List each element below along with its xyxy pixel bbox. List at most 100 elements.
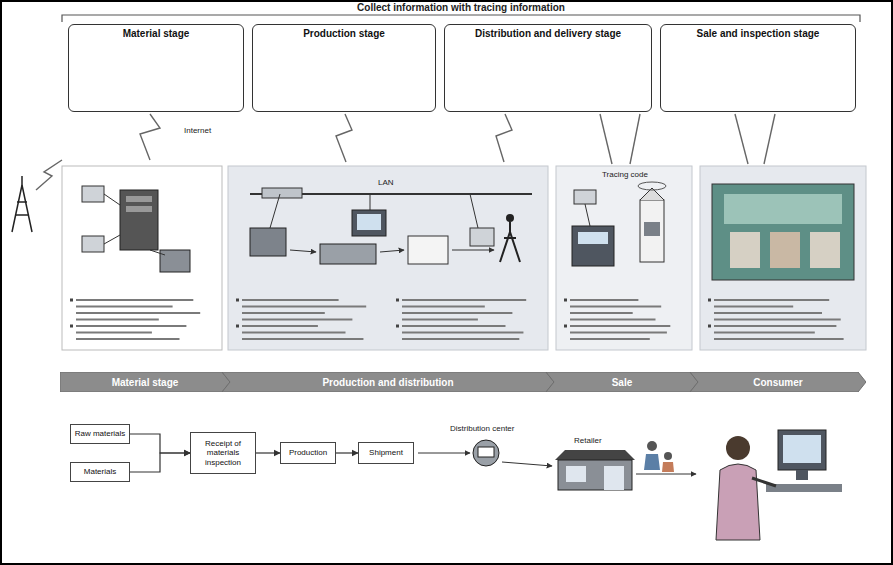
bullet-dot (236, 325, 239, 328)
bullet-dot (70, 325, 73, 328)
process-box: Raw materials (70, 424, 130, 444)
shop-photo (730, 232, 760, 268)
fine-print-line (714, 332, 815, 334)
reader-illustration (640, 200, 664, 262)
shop-photo (712, 184, 854, 280)
production-line-illustration (370, 194, 371, 210)
delivery-illustration (478, 447, 494, 457)
arrow-band-shape (222, 372, 554, 392)
consumer-figure (766, 484, 842, 492)
reader-illustration (585, 204, 590, 226)
fine-print-line (570, 306, 661, 308)
stage-panels (228, 166, 548, 350)
server-illustration (120, 190, 158, 250)
fine-print-line (76, 319, 159, 321)
store-illustration (555, 450, 696, 490)
node-text: Consumer (753, 377, 802, 388)
arrow-band-shape (546, 372, 698, 392)
fine-print-line (242, 299, 339, 301)
fine-print-lines (236, 299, 366, 340)
server-illustration (82, 186, 190, 272)
fine-print-line (242, 319, 352, 321)
wireless-bolt (36, 160, 62, 190)
fine-print-line (402, 299, 526, 301)
store-illustration (555, 450, 635, 460)
fine-print-line (76, 306, 173, 308)
node-text: Material stage (112, 377, 179, 388)
flow-connector (130, 434, 190, 453)
production-line-illustration (500, 222, 520, 262)
stage-box: Material stage (68, 24, 244, 112)
arrow-band-shape (60, 372, 230, 392)
arrow-band-shape (690, 372, 866, 392)
fine-print-line (242, 306, 366, 308)
process-box: Shipment (358, 442, 414, 464)
server-illustration (82, 236, 104, 252)
server-illustration (82, 186, 104, 202)
antenna-icon (22, 185, 32, 232)
wireless-bolt (600, 114, 612, 164)
fine-print-lines (396, 299, 526, 340)
delivery-illustration (418, 453, 470, 454)
delivery-illustration (502, 462, 552, 466)
stage-panels (62, 166, 222, 350)
fine-print-line (714, 306, 793, 308)
stage-panels (62, 166, 866, 350)
consumer-figure (796, 470, 808, 480)
fine-print-line (242, 332, 346, 334)
stage-panels (700, 166, 866, 350)
fine-print-line (714, 325, 836, 327)
fine-print-line (714, 299, 829, 301)
shopper-figure (644, 454, 660, 470)
production-line-illustration (408, 236, 448, 264)
fine-print-line (76, 299, 193, 301)
fine-print-line (714, 312, 822, 314)
consumer-figure (783, 435, 821, 463)
node-text: Materials (84, 467, 116, 476)
production-line-illustration (357, 214, 381, 230)
bullet-dot (236, 299, 239, 302)
shopper-figure (664, 452, 672, 460)
reader-illustration (572, 226, 614, 266)
fine-print-line (242, 325, 318, 327)
production-line-illustration (290, 250, 316, 252)
node-text: Production (289, 448, 327, 457)
bullet-dot (708, 325, 711, 328)
annotation-label: Retailer (572, 436, 604, 446)
process-box: Production (280, 442, 336, 464)
stage-heading: Material stage (75, 28, 237, 40)
flow-connector (336, 452, 358, 453)
fine-print-line (76, 332, 152, 334)
fine-print-line (402, 332, 523, 334)
fine-print-line (570, 338, 650, 340)
annotation-label: Internet (182, 126, 213, 136)
fine-print-line (570, 299, 638, 301)
node-text: Sale (612, 377, 633, 388)
server-illustration (150, 250, 165, 255)
stage-arrow: Consumer (690, 372, 866, 392)
production-line-illustration (270, 194, 280, 228)
wireless-bolt (36, 114, 775, 190)
stage-box: Sale and inspection stage (660, 24, 856, 112)
fine-print-line (570, 312, 633, 314)
store-illustration (558, 460, 632, 490)
stage-box: Distribution and delivery stage (444, 24, 652, 112)
bullet-dot (396, 299, 399, 302)
node-text: Raw materials (75, 429, 126, 438)
antenna-icon (21, 176, 23, 185)
antenna-icon (15, 214, 29, 216)
antenna-icon (17, 201, 27, 203)
shopper-figure (647, 441, 657, 451)
fine-print-lines (70, 299, 200, 340)
store-illustration (604, 466, 624, 490)
bullet-dot (564, 325, 567, 328)
consumer-figure (752, 478, 776, 486)
annotation-label: Distribution center (448, 424, 516, 434)
annotation-label: LAN (376, 178, 396, 188)
node-text: Shipment (369, 448, 403, 457)
production-line-illustration (452, 250, 494, 251)
top-bracket (62, 15, 860, 22)
wireless-bolt (764, 114, 775, 164)
production-line-illustration (320, 244, 376, 264)
